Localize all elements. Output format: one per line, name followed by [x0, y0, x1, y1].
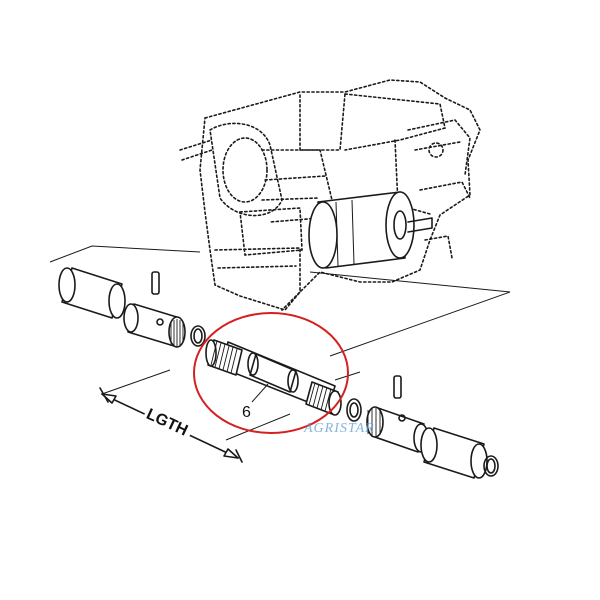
left-sleeve [58, 267, 126, 319]
watermark-text: AGRISTAR [303, 421, 375, 436]
left-bearing [123, 303, 186, 348]
reference-plane-lines [49, 245, 511, 441]
right-roll-pin [393, 375, 402, 399]
right-sleeve [420, 427, 488, 479]
right-bearing [366, 406, 429, 453]
length-dimension: LGTH [99, 387, 243, 463]
dimension-arrow-right [223, 448, 239, 459]
right-snap-ring-a [346, 398, 362, 422]
left-snap-ring [190, 325, 206, 347]
part-callout: 6 [242, 383, 269, 421]
highlight-circle [193, 312, 349, 434]
part-leader-line [251, 383, 269, 403]
left-roll-pin [151, 271, 160, 295]
part-number-label: 6 [242, 404, 251, 421]
dimension-arrow-left [101, 393, 117, 404]
housing-cylinder [308, 191, 433, 269]
right-snap-ring-b [483, 455, 499, 477]
gearbox-housing [179, 79, 481, 311]
dimension-tick-right [235, 449, 243, 463]
drive-shaft [205, 339, 342, 416]
